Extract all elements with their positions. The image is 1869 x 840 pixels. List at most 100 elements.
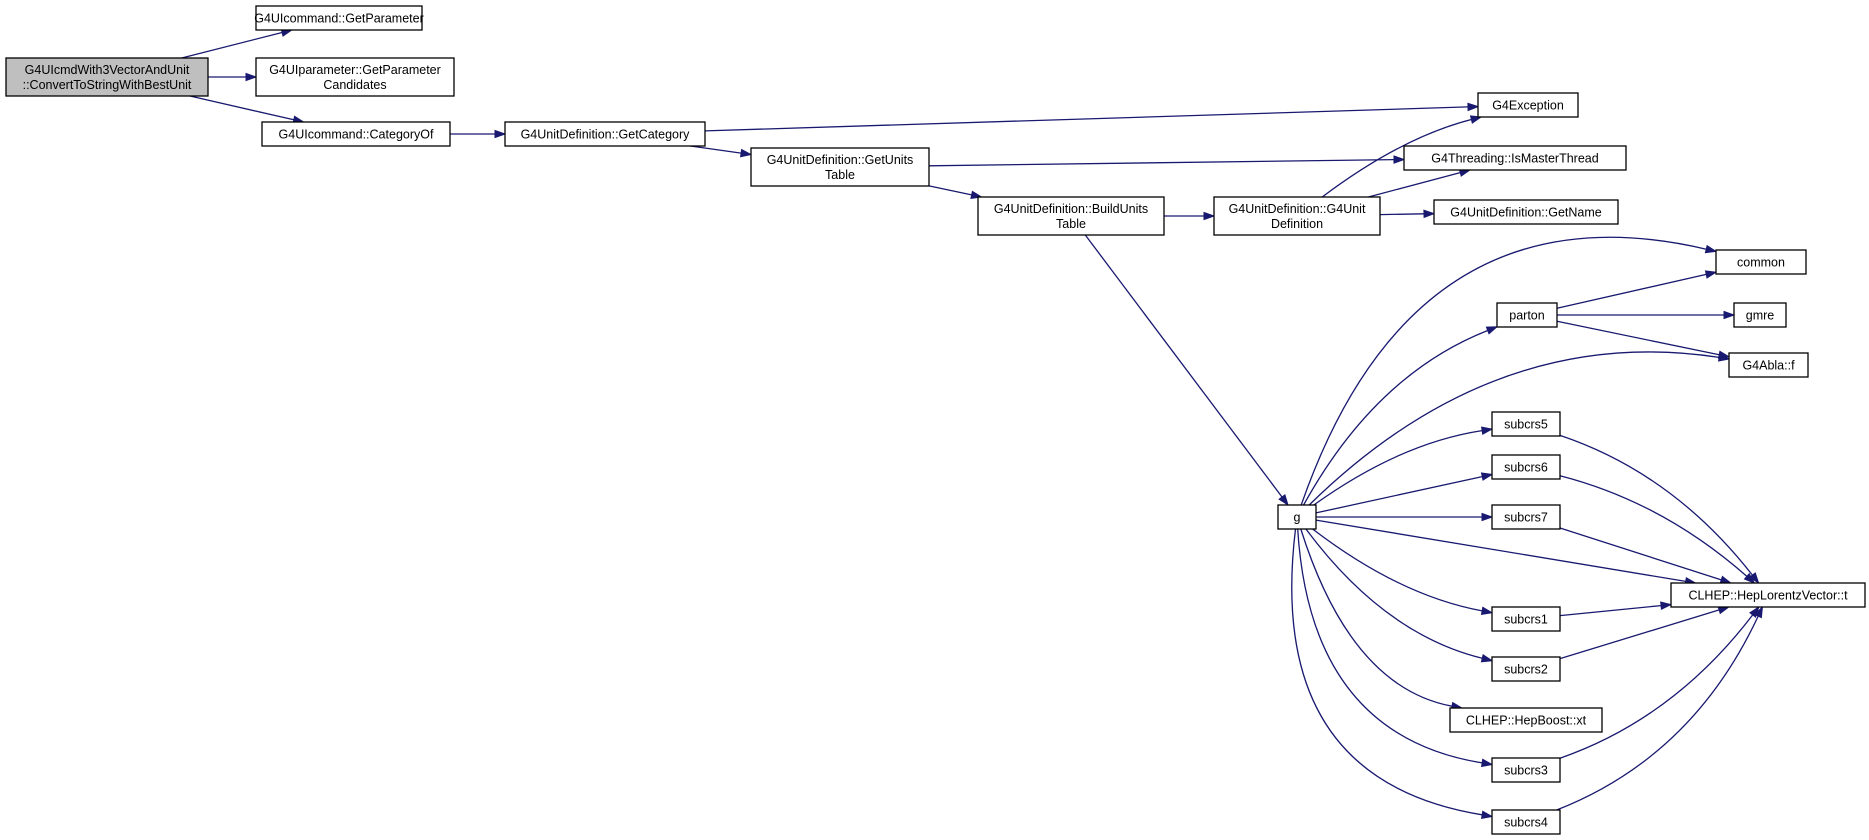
arrowhead (1480, 758, 1494, 768)
arrowhead (1480, 810, 1494, 820)
node-ismaster[interactable]: G4Threading::IsMasterThread (1403, 145, 1627, 171)
edge-root-to-cands (207, 72, 258, 82)
node-common[interactable]: common (1715, 249, 1807, 275)
edge-root-to-getparam (181, 28, 294, 59)
edge-g-to-subcrs6 (1315, 472, 1494, 514)
arrowhead (1723, 310, 1736, 320)
node-getcat[interactable]: G4UnitDefinition::GetCategory (504, 121, 706, 147)
node-box (1491, 757, 1561, 783)
edge-g-to-subcrs2 (1305, 528, 1494, 663)
node-subcrs7[interactable]: subcrs7 (1491, 504, 1561, 530)
node-label: Table (1056, 217, 1086, 231)
node-box (1277, 504, 1317, 530)
node-g4unitdef[interactable]: G4UnitDefinition::G4UnitDefinition (1213, 196, 1381, 236)
node-label: subcrs5 (1504, 418, 1548, 432)
node-label: subcrs1 (1504, 613, 1548, 627)
node-subcrs2[interactable]: subcrs2 (1491, 656, 1561, 682)
arrowhead (1481, 512, 1494, 522)
node-label: G4UnitDefinition::G4Unit (1229, 202, 1366, 216)
node-box (977, 196, 1165, 236)
node-label: g (1294, 511, 1301, 525)
arrowhead (1480, 426, 1494, 435)
node-g[interactable]: g (1277, 504, 1317, 530)
edge-g4unitdef-to-getname (1379, 209, 1436, 219)
arrowhead (1393, 155, 1406, 164)
edge-getcat-to-unitstable (690, 145, 753, 158)
edge-g-to-common (1300, 236, 1718, 506)
node-subcrs5[interactable]: subcrs5 (1491, 411, 1561, 437)
node-label: CLHEP::HepBoost::xt (1466, 714, 1587, 728)
arrowhead (1660, 601, 1673, 610)
edge-subcrs6-to-heplt (1559, 475, 1756, 584)
node-subcrs1[interactable]: subcrs1 (1491, 606, 1561, 632)
arrowhead (1480, 606, 1494, 616)
edge-parton-to-ablaf (1556, 320, 1731, 359)
node-label: G4UnitDefinition::BuildUnits (994, 202, 1148, 216)
arrowhead (1485, 326, 1499, 335)
node-box (1670, 582, 1866, 608)
node-label: parton (1509, 309, 1544, 323)
node-box (1491, 656, 1561, 682)
node-root[interactable]: G4UIcmdWith3VectorAndUnit::ConvertToStri… (5, 57, 209, 97)
node-box (255, 5, 423, 31)
node-box (1715, 249, 1807, 275)
node-box (5, 57, 209, 97)
node-label: CLHEP::HepLorentzVector::t (1688, 589, 1848, 603)
arrowhead (1278, 493, 1289, 507)
node-subcrs4[interactable]: subcrs4 (1491, 809, 1561, 835)
edge-subcrs2-to-heplt (1559, 605, 1731, 660)
node-gmre[interactable]: gmre (1733, 302, 1787, 328)
edge-parton-to-gmre (1557, 310, 1736, 320)
arrowhead (494, 129, 507, 139)
node-label: G4Abla::f (1742, 359, 1795, 373)
node-label: subcrs7 (1504, 511, 1548, 525)
node-box (1728, 352, 1809, 378)
node-getparam[interactable]: G4UIcommand::GetParameter (254, 5, 424, 31)
edge-g4unitdef-to-exception (1321, 115, 1483, 198)
node-getname[interactable]: G4UnitDefinition::GetName (1433, 199, 1619, 225)
node-parton[interactable]: parton (1496, 302, 1558, 328)
node-box (255, 57, 455, 97)
node-heplt[interactable]: CLHEP::HepLorentzVector::t (1670, 582, 1866, 608)
edge-parton-to-common (1556, 270, 1718, 309)
node-box (1449, 707, 1603, 733)
node-catof[interactable]: G4UIcommand::CategoryOf (261, 121, 451, 147)
arrowhead (1754, 605, 1764, 619)
arrowhead (1743, 572, 1756, 584)
edge-g-to-heplt (1315, 519, 1697, 586)
arrowhead (1480, 472, 1494, 481)
edge-g-to-subcrs1 (1312, 528, 1494, 616)
node-box (261, 121, 451, 147)
node-label: G4UIcommand::GetParameter (254, 12, 424, 26)
node-box (1213, 196, 1381, 236)
node-label: Table (825, 168, 855, 182)
node-exception[interactable]: G4Exception (1477, 92, 1579, 118)
edge-unitstable-to-ismaster (928, 155, 1406, 167)
edge-g-to-subcrs5 (1313, 426, 1494, 506)
node-label: G4Exception (1492, 99, 1564, 113)
edge-buildunits-to-g (1084, 234, 1289, 507)
node-subcrs3[interactable]: subcrs3 (1491, 757, 1561, 783)
node-box (1433, 199, 1619, 225)
node-box (1491, 411, 1561, 437)
node-label: G4Threading::IsMasterThread (1431, 152, 1598, 166)
node-box (1491, 809, 1561, 835)
node-box (1403, 145, 1627, 171)
node-subcrs6[interactable]: subcrs6 (1491, 454, 1561, 480)
arrowhead (1704, 270, 1718, 279)
node-label: subcrs6 (1504, 461, 1548, 475)
node-label: Definition (1271, 217, 1323, 231)
node-label: Candidates (323, 78, 386, 92)
node-label: subcrs2 (1504, 663, 1548, 677)
node-ablaf[interactable]: G4Abla::f (1728, 352, 1809, 378)
nodes-layer: G4UIcmdWith3VectorAndUnit::ConvertToStri… (5, 5, 1866, 835)
arrowhead (1717, 350, 1731, 359)
node-box (1496, 302, 1558, 328)
node-label: ::ConvertToStringWithBestUnit (23, 78, 192, 92)
node-hepboost[interactable]: CLHEP::HepBoost::xt (1449, 707, 1603, 733)
edge-g4unitdef-to-ismaster (1368, 168, 1472, 198)
arrowhead (1423, 209, 1436, 219)
